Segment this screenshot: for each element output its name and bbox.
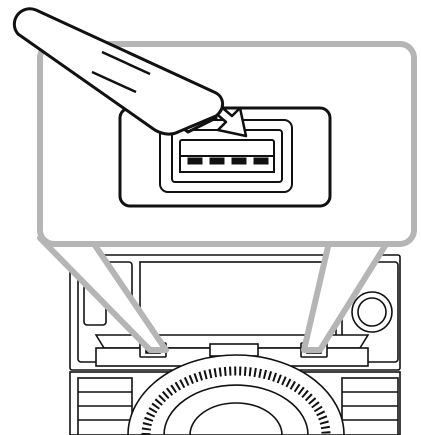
usb-drive-edge	[91, 50, 151, 94]
usb-port-tongue	[179, 155, 275, 173]
dial-knurl	[141, 366, 331, 435]
main-dial	[127, 354, 345, 435]
center-recess	[139, 261, 337, 338]
right-knob-inner	[357, 297, 387, 327]
usb-flash-drive-icon	[12, 7, 224, 136]
usb-pin	[209, 157, 225, 165]
usb-drive-body	[12, 7, 224, 136]
dial-center	[189, 402, 283, 435]
usb-pin	[231, 157, 247, 165]
usb-pin	[187, 157, 203, 165]
usb-pin	[253, 157, 269, 165]
display-slot	[209, 343, 259, 357]
